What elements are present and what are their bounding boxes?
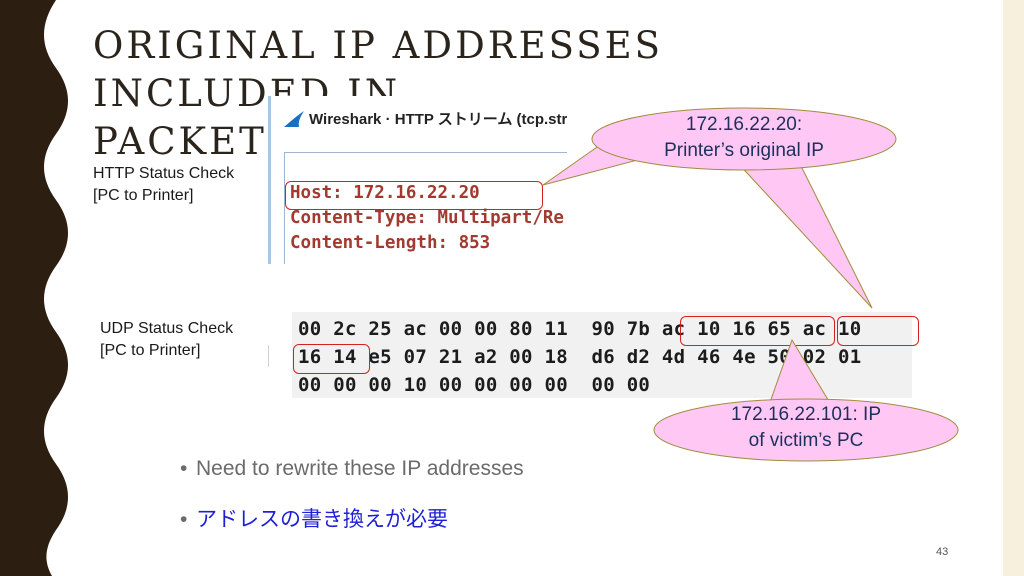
victim-ip-callout: 172.16.22.101: IP of victim’s PC	[656, 402, 956, 454]
wavy-left-border	[0, 0, 68, 576]
stream-content-pane	[284, 152, 567, 264]
right-accent-bar	[1003, 0, 1024, 576]
printer-ip-bytes-highlight-a	[837, 316, 919, 346]
wireshark-window-title: Wireshark · HTTP ストリーム (tcp.strean	[309, 111, 567, 128]
bullet-item-rewrite-ja: • アドレスの書き換えが必要	[180, 503, 448, 533]
bullet-text-en: Need to rewrite these IP addresses	[196, 457, 524, 480]
wireshark-http-stream-window: Wireshark · HTTP ストリーム (tcp.strean Host:…	[268, 96, 567, 264]
victim-ip-callout-shape	[653, 338, 959, 462]
hex-line-3: 00 00 00 10 00 00 00 00 00 00	[298, 374, 651, 396]
printer-callout-line1: 172.16.22.20:	[685, 114, 803, 135]
slide-title-line2: PACKETS	[93, 120, 296, 163]
udp-label-line1: UDP Status Check	[100, 320, 234, 337]
http-status-label: HTTP Status Check [PC to Printer]	[93, 163, 234, 207]
content-length-line: Content-Length: 853	[290, 233, 491, 253]
udp-hex-dump: 00 2c 25 ac 00 00 80 11 90 7b ac 10 16 6…	[292, 312, 912, 398]
bullet-text-ja: アドレスの書き換えが必要	[196, 508, 448, 531]
page-number: 43	[936, 546, 949, 558]
http-label-line1: HTTP Status Check	[93, 165, 235, 182]
printer-ip-callout-shape	[542, 107, 897, 309]
host-ip-highlight	[285, 181, 543, 210]
bullet-dot-icon: •	[180, 508, 188, 531]
hex-line-1: 00 2c 25 ac 00 00 80 11 90 7b ac 10 16 6…	[298, 318, 862, 340]
victim-callout-line1: 172.16.22.101: IP	[730, 404, 881, 425]
hex-line-2: 16 14 e5 07 21 a2 00 18 d6 d2 4d 46 4e 5…	[298, 346, 862, 368]
victim-ip-bytes-highlight	[680, 316, 835, 346]
printer-ip-callout: 172.16.22.20: Printer’s original IP	[594, 112, 894, 164]
wireshark-titlebar: Wireshark · HTTP ストリーム (tcp.strean	[271, 96, 567, 140]
printer-callout-line2: Printer’s original IP	[664, 140, 824, 161]
udp-status-label: UDP Status Check [PC to Printer]	[100, 318, 233, 362]
bullet-dot-icon: •	[180, 457, 188, 480]
host-header-line: Host: 172.16.22.20	[290, 183, 480, 203]
content-type-line: Content-Type: Multipart/Re	[290, 208, 564, 228]
udp-left-edge-mark	[268, 345, 269, 367]
victim-callout-line2: of victim’s PC	[748, 430, 864, 451]
bullet-item-rewrite-en: • Need to rewrite these IP addresses	[180, 457, 524, 481]
http-label-line2: [PC to Printer]	[93, 187, 194, 204]
wireshark-fin-icon	[284, 111, 304, 127]
printer-ip-bytes-highlight-b	[293, 344, 370, 374]
window-frame-edge	[268, 96, 271, 264]
udp-label-line2: [PC to Printer]	[100, 342, 201, 359]
